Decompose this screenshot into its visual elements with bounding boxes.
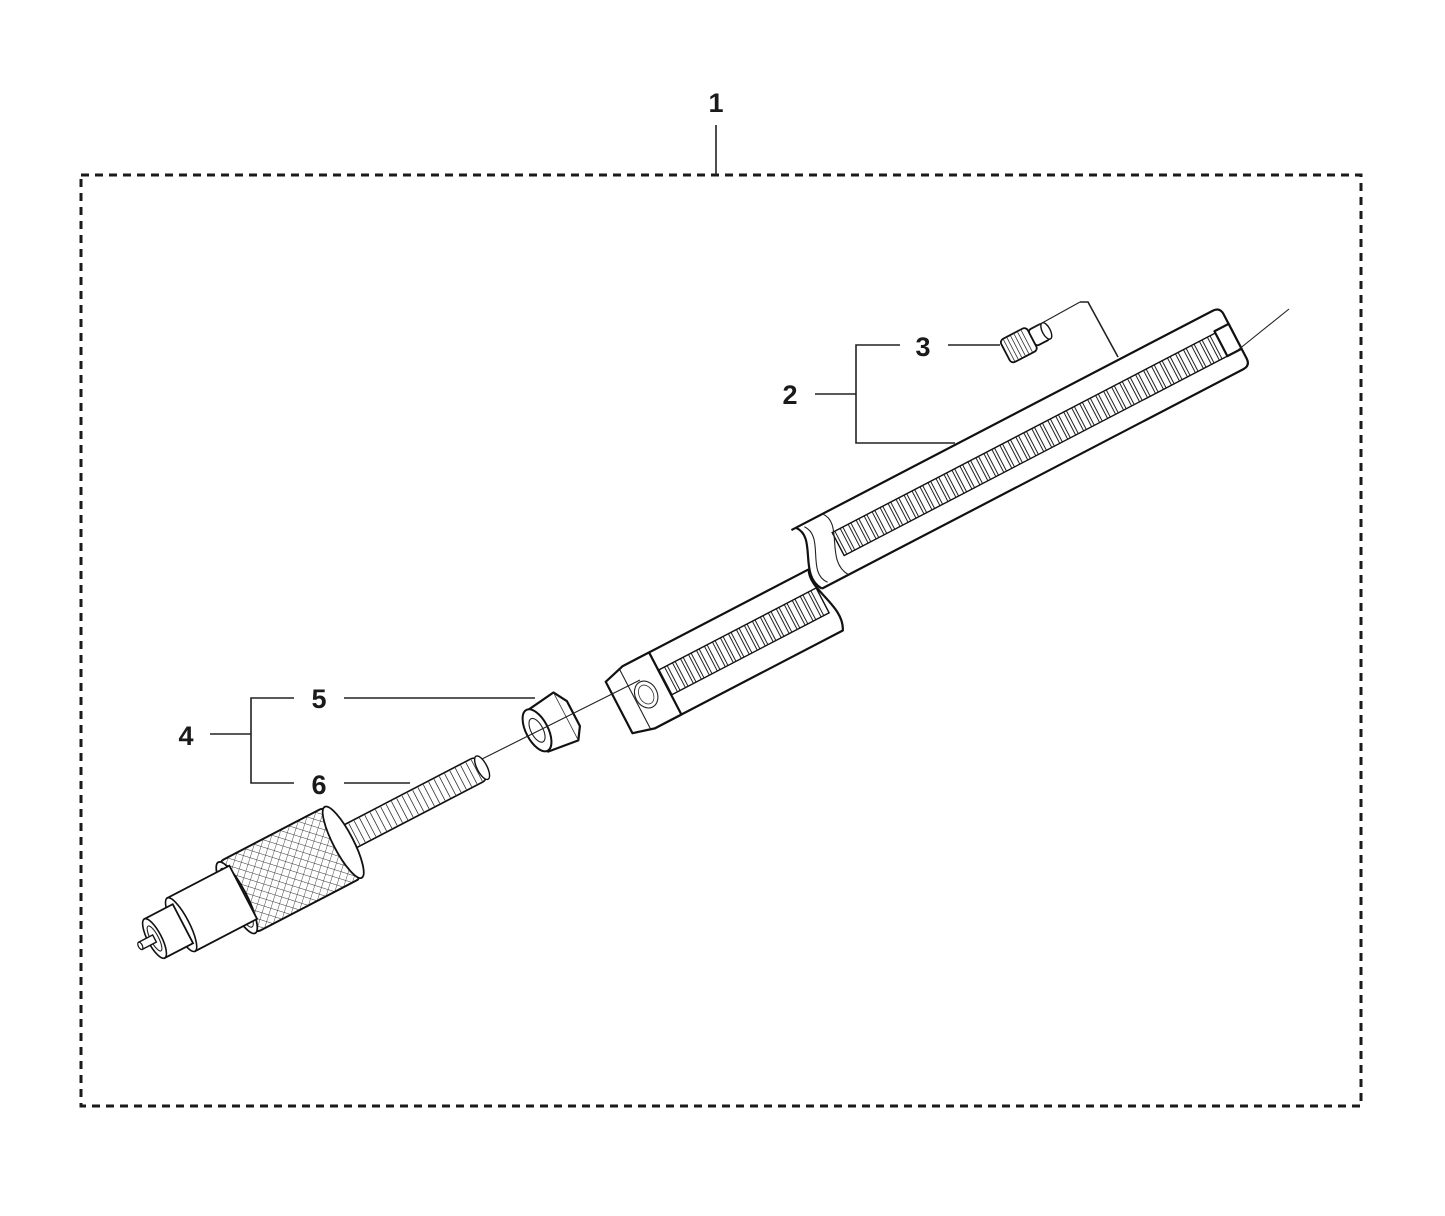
shaft-tube-lower <box>604 568 844 735</box>
svg-text:6: 6 <box>311 770 326 800</box>
callout-6: 6 <box>311 770 410 800</box>
callout-1: 1 <box>708 88 724 175</box>
callout-5: 5 <box>311 684 535 714</box>
set-screw <box>999 322 1053 364</box>
callout-2: 2 <box>782 344 955 444</box>
svg-text:2: 2 <box>782 380 797 410</box>
callout-3: 3 <box>915 332 1000 362</box>
svg-text:4: 4 <box>178 721 193 751</box>
nipple-tip <box>137 864 259 960</box>
callout-3-bracket <box>1080 301 1119 358</box>
callout-4: 4 <box>178 697 294 784</box>
svg-text:5: 5 <box>311 684 326 714</box>
svg-text:3: 3 <box>915 332 930 362</box>
screw-leader-axis <box>1032 301 1081 329</box>
shaft-tube-upper <box>790 308 1249 590</box>
cable-end <box>1237 308 1290 351</box>
hex-nut <box>521 691 582 753</box>
svg-text:1: 1 <box>708 88 723 118</box>
threaded-spring <box>335 755 491 852</box>
assembly-axis <box>479 679 641 761</box>
